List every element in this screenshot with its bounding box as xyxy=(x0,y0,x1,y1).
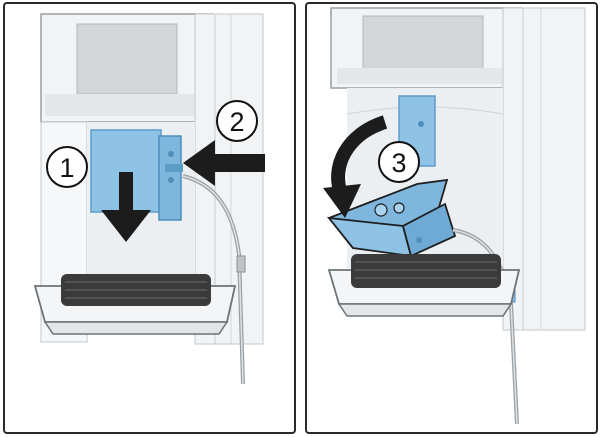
illustration-flip-unit: 3 xyxy=(323,7,586,425)
step-1-badge: 1 xyxy=(46,146,88,188)
panel-remove-unit: 1 2 xyxy=(3,2,296,434)
down-arrow-icon xyxy=(101,172,151,242)
step-3-badge: 3 xyxy=(378,141,420,183)
step-2-badge: 2 xyxy=(216,100,258,142)
step-1-number: 1 xyxy=(59,153,74,183)
panel-flip-unit: 3 xyxy=(305,2,598,434)
step-2-number: 2 xyxy=(229,107,244,137)
dispenser-unit-flipped xyxy=(326,178,457,258)
curved-arrow-icon xyxy=(323,115,388,218)
dispenser-unit xyxy=(90,129,183,221)
illustration-remove-unit: 1 2 xyxy=(33,13,265,385)
left-arrow-icon xyxy=(183,140,265,186)
step-3-number: 3 xyxy=(391,148,406,178)
drip-tray xyxy=(33,274,237,335)
drip-tray xyxy=(327,254,521,317)
